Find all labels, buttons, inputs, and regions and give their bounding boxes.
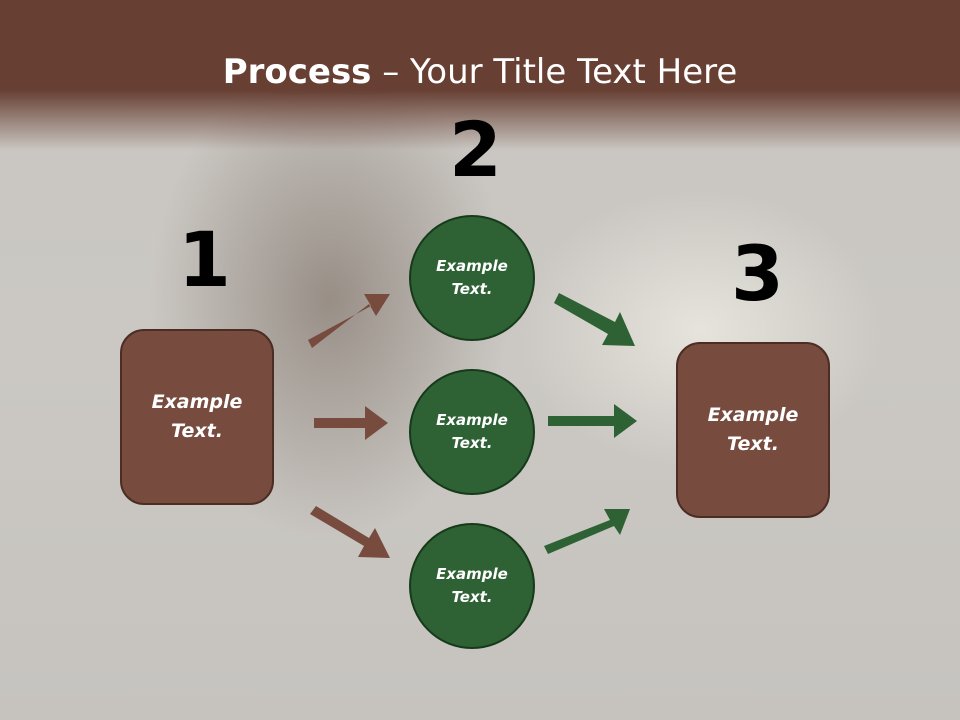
arrow-left-to-bottom: [310, 506, 390, 558]
arrow-left-to-middle: [314, 406, 388, 440]
circle-bottom: Example Text.: [409, 523, 535, 649]
left-box-line2: Text.: [171, 420, 223, 442]
right-box-line2: Text.: [727, 433, 779, 455]
circle-top-line1: Example: [436, 257, 508, 275]
arrow-middle-to-right: [548, 404, 637, 438]
circle-middle: Example Text.: [409, 369, 535, 495]
left-box: Example Text.: [120, 329, 274, 505]
title-rest: – Your Title Text Here: [371, 52, 738, 92]
right-box: Example Text.: [676, 342, 830, 518]
step-number-2: 2: [449, 105, 502, 194]
title-banner: [0, 0, 960, 150]
circle-middle-line1: Example: [436, 411, 508, 429]
arrow-bottom-to-right: [544, 509, 630, 554]
step-number-1: 1: [178, 215, 231, 304]
left-box-line1: Example: [151, 391, 243, 413]
step-number-3: 3: [731, 229, 784, 318]
slide-title: Process – Your Title Text Here: [0, 52, 960, 92]
circle-middle-line2: Text.: [451, 434, 493, 452]
title-bold: Process: [222, 52, 372, 92]
circle-bottom-line1: Example: [436, 565, 508, 583]
circle-bottom-line2: Text.: [451, 588, 493, 606]
circle-top-line2: Text.: [451, 280, 493, 298]
circle-top: Example Text.: [409, 215, 535, 341]
arrow-left-to-top: [308, 294, 390, 348]
right-box-line1: Example: [707, 404, 799, 426]
arrow-top-to-right: [554, 293, 635, 346]
